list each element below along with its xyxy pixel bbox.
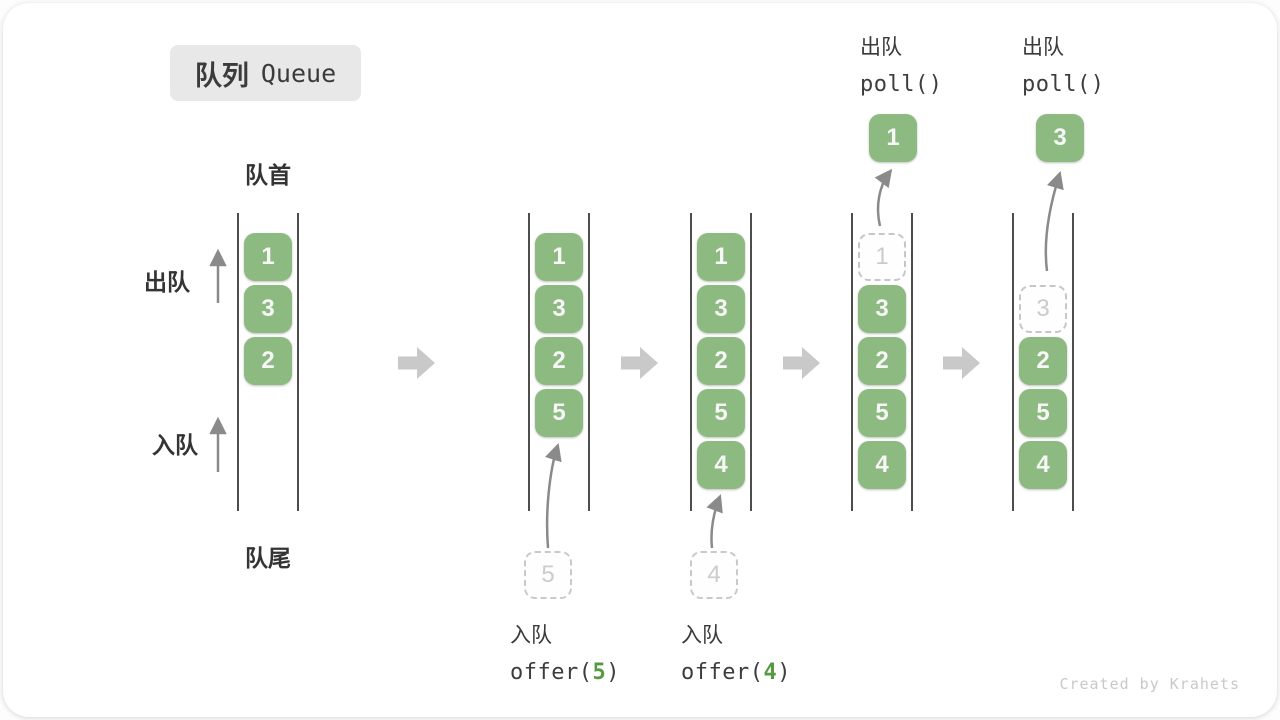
caption-offer5-zh: 入队 (510, 624, 552, 647)
caption-poll2-zh: 出队 (1022, 36, 1064, 59)
queue-item-4: 4 (697, 441, 745, 489)
queue-item-2: 2 (697, 337, 745, 385)
step-arrow-4-icon (943, 347, 980, 379)
queue-item-1: 1 (535, 233, 583, 281)
queue-head-label: 队首 (245, 162, 291, 188)
title-badge: 队列 Queue (170, 45, 361, 101)
queue-tail-label: 队尾 (245, 545, 291, 571)
queue-item-4: 4 (1019, 441, 1067, 489)
queue-item-3: 3 (244, 285, 292, 333)
caption-poll1: 出队 poll() (860, 31, 942, 97)
queue-item-1: 1 (697, 233, 745, 281)
queue-item-2: 2 (858, 337, 906, 385)
caption-poll1-code: poll() (860, 72, 943, 97)
caption-offer5-code: offer(5) (510, 660, 620, 685)
offer4-arg: 4 (763, 660, 778, 685)
queue-item-5: 5 (697, 389, 745, 437)
caption-poll2-code: poll() (1022, 72, 1105, 97)
queue-item-5: 5 (1019, 389, 1067, 437)
queue-item-dashed-3: 3 (1019, 285, 1067, 333)
queue-item-3: 3 (858, 285, 906, 333)
step-arrow-3-icon (783, 347, 820, 379)
caption-offer5: 入队 offer(5) (510, 619, 620, 685)
queue-item-3: 3 (535, 285, 583, 333)
enqueue-item-5: 5 (524, 551, 572, 599)
watermark: Created by Krahets (1059, 675, 1240, 693)
queue-item-2: 2 (1019, 337, 1067, 385)
caption-poll2: 出队 poll() (1022, 31, 1104, 97)
step-arrow-1-icon (398, 347, 435, 379)
dequeue-side-label: 出队 (144, 269, 190, 295)
enqueue-item-4: 4 (690, 551, 738, 599)
dequeued-item-1: 1 (869, 114, 917, 162)
caption-offer4-code: offer(4) (681, 660, 791, 685)
title-en: Queue (260, 58, 337, 88)
step-arrow-2-icon (621, 347, 658, 379)
queue-item-5: 5 (858, 389, 906, 437)
queue-item-dashed-1: 1 (858, 233, 906, 281)
queue-item-2: 2 (535, 337, 583, 385)
caption-poll1-zh: 出队 (860, 36, 902, 59)
dequeued-item-3: 3 (1036, 114, 1084, 162)
offer5-arg: 5 (592, 660, 607, 685)
caption-offer4: 入队 offer(4) (681, 619, 791, 685)
title-zh: 队列 (194, 60, 249, 91)
queue-item-4: 4 (858, 441, 906, 489)
queue-item-5: 5 (535, 389, 583, 437)
queue-item-3: 3 (697, 285, 745, 333)
queue-item-1: 1 (244, 233, 292, 281)
enqueue-side-label: 入队 (152, 432, 198, 458)
caption-offer4-zh: 入队 (681, 624, 723, 647)
queue-item-2: 2 (244, 337, 292, 385)
